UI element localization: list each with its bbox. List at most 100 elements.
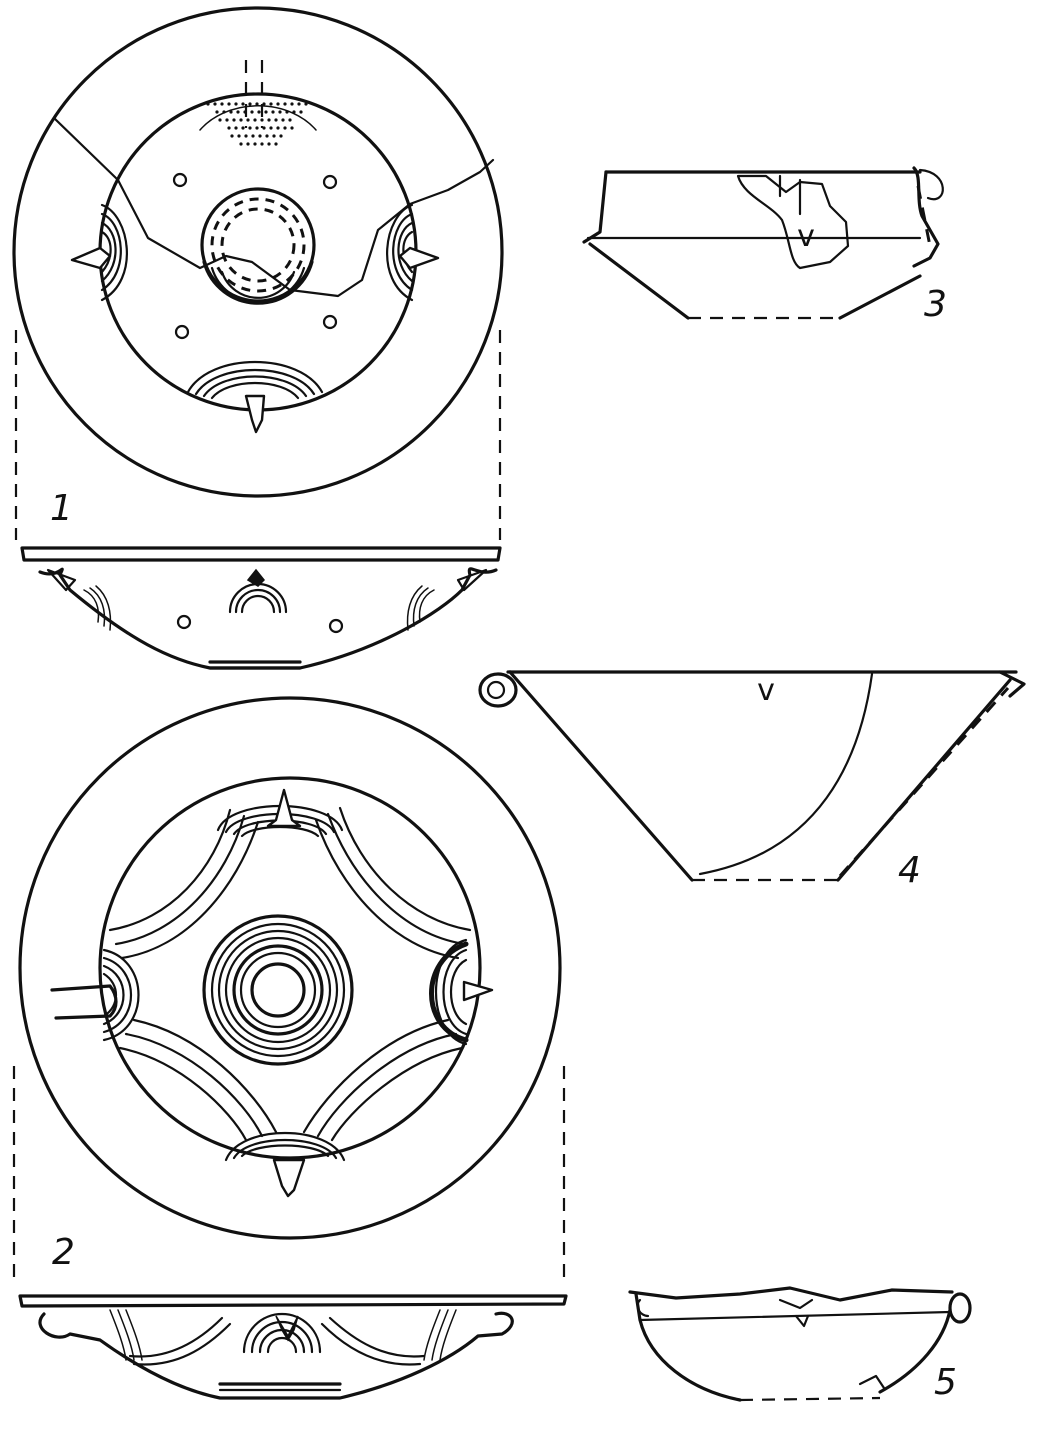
- fig1-right-attachment: [386, 203, 440, 302]
- stipple-dot: [264, 110, 268, 114]
- stipple-dot: [206, 102, 210, 106]
- stipple-dot: [272, 134, 276, 138]
- stipple-dot: [255, 126, 259, 130]
- fig1-center-boss-dashed-inner: [220, 207, 296, 283]
- stipple-dot: [290, 126, 294, 130]
- fig1-dotted-area: [199, 60, 317, 146]
- stipple-dot: [229, 110, 233, 114]
- stipple-dot: [253, 142, 257, 146]
- stipple-dot: [218, 118, 222, 122]
- fig2-right-attachment: [429, 938, 494, 1046]
- stipple-dot: [248, 102, 252, 106]
- fig2-center-hole: [250, 962, 306, 1018]
- fig1-profile-grooves: [83, 585, 435, 631]
- fig1-hole: [322, 314, 338, 330]
- stipple-dot: [274, 142, 278, 146]
- fig4-mark: v: [757, 673, 775, 708]
- fig3-vessel-profile: v 3: [582, 166, 947, 325]
- fig1-bottom-attachment: [186, 360, 324, 434]
- stipple-dot: [258, 134, 262, 138]
- stipple-dot: [262, 126, 266, 130]
- stipple-dot: [234, 126, 238, 130]
- stipple-dot: [253, 118, 257, 122]
- fig2-left-attachment: [50, 948, 140, 1042]
- stipple-dot: [257, 110, 261, 114]
- fig1-hole: [172, 172, 188, 188]
- stipple-dot: [304, 102, 308, 106]
- fig2-bottom-attachment: [224, 1132, 346, 1198]
- stipple-dot: [234, 102, 238, 106]
- stipple-dot: [269, 126, 273, 130]
- fig2-top-attachment: [216, 788, 344, 838]
- fig5-label: 5: [934, 1362, 957, 1403]
- fig1-hole: [174, 324, 190, 340]
- fig2-profile-grooves: [109, 1309, 457, 1366]
- fig2-inner-bowl: [98, 776, 482, 1160]
- stipple-dot: [288, 118, 292, 122]
- fig3-mark: v: [797, 219, 815, 254]
- stipple-dot: [297, 102, 301, 106]
- fig5-vessel-profile: 5: [628, 1286, 972, 1403]
- stipple-dot: [276, 126, 280, 130]
- fig1-profile-rim: [20, 546, 502, 562]
- stipple-dot: [250, 110, 254, 114]
- fig2-plan-view: 2: [12, 696, 566, 1286]
- stipple-dot: [276, 102, 280, 106]
- stipple-dot: [283, 126, 287, 130]
- fig1-crack-line: [52, 116, 495, 298]
- stipple-dot: [260, 118, 264, 122]
- fig4-label: 4: [898, 850, 921, 891]
- stipple-dot: [230, 134, 234, 138]
- stipple-dot: [213, 102, 217, 106]
- fig1-center-boss-outer: [200, 187, 316, 303]
- stipple-dot: [292, 110, 296, 114]
- stipple-dot: [262, 102, 266, 106]
- stipple-dot: [246, 118, 250, 122]
- fig1-hole: [322, 174, 338, 190]
- stipple-dot: [278, 110, 282, 114]
- fig5-handle: [948, 1292, 972, 1324]
- fig1-label: 1: [50, 488, 73, 529]
- stipple-dot: [225, 118, 229, 122]
- fig2-profile-view: [18, 1294, 568, 1400]
- fig4-crack-line: [698, 672, 874, 876]
- stipple-dot: [239, 118, 243, 122]
- stipple-dot: [220, 102, 224, 106]
- fig2-connecting-arcs: [108, 806, 472, 1142]
- stipple-dot: [255, 102, 259, 106]
- stipple-dot: [215, 110, 219, 114]
- stipple-dot: [269, 102, 273, 106]
- stipple-dot: [232, 118, 236, 122]
- fig1-profile-hole: [328, 618, 344, 634]
- fig1-profile-view: [20, 546, 502, 670]
- stipple-dot: [251, 134, 255, 138]
- fig4-vessel-profile: v 4: [478, 670, 1026, 891]
- stipple-dot: [237, 134, 241, 138]
- fig1-outer-rim: [12, 6, 504, 498]
- stipple-dot: [267, 118, 271, 122]
- fig4-handle: [478, 672, 518, 708]
- stipple-dot: [222, 110, 226, 114]
- stipple-dot: [244, 134, 248, 138]
- fig2-profile-rim: [18, 1294, 568, 1308]
- stipple-dot: [248, 126, 252, 130]
- fig2-outer-rim: [18, 696, 562, 1240]
- stipple-dot: [243, 110, 247, 114]
- fig1-profile-hole: [176, 614, 192, 630]
- fig2-label: 2: [52, 1232, 75, 1273]
- stipple-dot: [246, 142, 250, 146]
- fig1-left-attachment: [70, 203, 128, 302]
- fig1-center-boss-dashed: [210, 197, 306, 293]
- fig1-plan-view: 1: [12, 6, 504, 540]
- stipple-dot: [281, 118, 285, 122]
- stipple-dot: [241, 102, 245, 106]
- stipple-dot: [239, 142, 243, 146]
- stipple-dot: [236, 110, 240, 114]
- stipple-dot: [283, 102, 287, 106]
- stipple-dot: [274, 118, 278, 122]
- fig3-label: 3: [924, 284, 947, 325]
- stipple-dot: [271, 110, 275, 114]
- stipple-dot: [227, 102, 231, 106]
- stipple-dot: [285, 110, 289, 114]
